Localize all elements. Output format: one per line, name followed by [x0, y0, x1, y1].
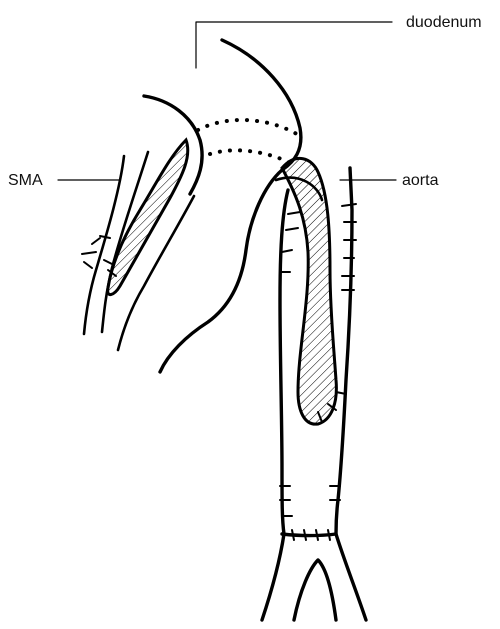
aorta-hatched-patch: [282, 158, 336, 424]
aorta-right-wall: [336, 168, 366, 620]
aorta-bifurcation-inner: [294, 560, 336, 620]
duodenum-drawing: [144, 40, 301, 372]
sma-hatched-lumen: [108, 140, 188, 295]
aorta-label: aorta: [402, 172, 439, 189]
duodenum-dotted-outline-upper: [198, 120, 300, 136]
sma-label: SMA: [8, 172, 43, 189]
sma-drawing: [82, 140, 194, 350]
duodenum-label: duodenum: [406, 14, 482, 31]
leader-lines: [58, 22, 396, 180]
duodenum-dotted-outline-lower: [210, 150, 292, 164]
aorta-left-wall: [262, 190, 288, 620]
duodenum-leader-line: [196, 22, 392, 68]
aorta-drawing: [262, 158, 366, 620]
